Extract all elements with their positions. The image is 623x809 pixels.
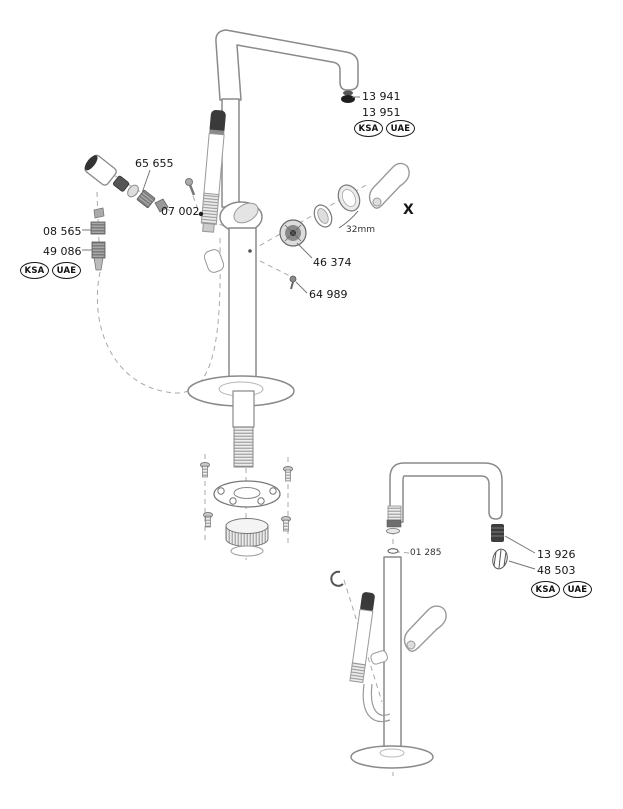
hose-connector <box>91 241 106 259</box>
flow-control-13926 <box>491 524 504 542</box>
shower-grip <box>200 192 220 225</box>
lever-handle <box>368 162 410 209</box>
cert-badges-top: KSA UAE <box>354 120 415 137</box>
spout-aerator <box>343 90 353 96</box>
second-spout <box>389 462 503 523</box>
screw-64989-shaft <box>290 281 294 290</box>
inlet-connector-parts <box>90 207 106 271</box>
screw-07002-head <box>185 178 193 186</box>
cert-badges-bottom-right: KSA UAE <box>531 581 592 598</box>
valve-threaded-plug <box>136 189 156 209</box>
uae-badge: UAE <box>563 581 592 598</box>
screw-shaft <box>205 515 211 528</box>
flange-hole <box>217 487 225 495</box>
size-arc <box>338 210 359 229</box>
hand-shower <box>200 109 226 233</box>
shower-hose-nut <box>202 222 215 233</box>
axis-anchor-dot <box>248 249 252 253</box>
hose-end <box>93 257 104 271</box>
flange-hole <box>269 487 277 495</box>
flow-control-parts <box>491 524 508 570</box>
second-faucet <box>330 462 508 769</box>
part-number-13941: 13 941 <box>362 90 401 103</box>
part-number-08565: 08 565 <box>43 225 82 238</box>
part-number-13926: 13 926 <box>537 548 576 561</box>
union-nut <box>90 221 106 235</box>
second-base-hub <box>379 748 405 758</box>
uae-badge: UAE <box>386 120 415 137</box>
ksa-badge: KSA <box>531 581 560 598</box>
second-shower-handle <box>351 608 374 668</box>
second-lever <box>403 605 447 652</box>
c-clip <box>330 570 344 587</box>
second-hose-outer <box>362 683 391 722</box>
screw-shaft <box>285 469 291 482</box>
valve-insert <box>112 175 130 192</box>
screw-shaft <box>283 519 289 532</box>
shower-handle <box>203 132 225 198</box>
uae-badge: UAE <box>52 262 81 279</box>
second-union-nut <box>386 519 402 528</box>
second-hand-shower <box>349 592 375 684</box>
second-shower-head <box>360 592 375 613</box>
screw-64989-head <box>289 275 297 283</box>
threaded-pipe <box>233 426 254 468</box>
shower-head <box>209 109 226 135</box>
cartridge-spoke <box>284 224 302 242</box>
second-washer <box>386 527 400 535</box>
part-number-49086: 49 086 <box>43 245 82 258</box>
part-number-13951: 13 951 <box>362 106 401 119</box>
cartridge-cap-inner <box>341 189 357 207</box>
flange-hole <box>229 497 237 505</box>
valve-cone <box>154 198 169 213</box>
second-shower-grip <box>349 662 366 684</box>
flange-hole <box>257 497 265 505</box>
elbow-opening <box>84 155 98 171</box>
spout-aerator-tip <box>341 95 355 103</box>
main-faucet <box>187 29 359 468</box>
second-holder <box>370 650 388 665</box>
part-number-46374: 46 374 <box>313 256 352 269</box>
mounting-flange-hub <box>233 487 261 499</box>
seal-ring <box>230 545 264 557</box>
cert-badges-left: KSA UAE <box>20 262 81 279</box>
ksa-badge: KSA <box>354 120 383 137</box>
cartridge-parts <box>279 162 410 290</box>
oring-01285 <box>387 548 399 554</box>
main-spout <box>215 29 359 101</box>
valve-disc <box>127 184 139 198</box>
threaded-ring-top <box>225 518 269 534</box>
second-lever-base <box>406 640 416 650</box>
check-valve-parts <box>84 154 204 217</box>
point-07002 <box>198 211 204 217</box>
part-number-07002: 07 002 <box>161 205 200 218</box>
elbow-body <box>84 154 117 186</box>
leader-lines <box>82 96 536 570</box>
x-marker: X <box>403 202 414 218</box>
size-label-32mm: 32mm <box>346 225 375 235</box>
cartridge-housing-face <box>233 202 259 224</box>
ksa-badge: KSA <box>20 262 49 279</box>
lower-pipe <box>232 390 255 428</box>
inlet-cone <box>93 207 105 219</box>
part-number-64989: 64 989 <box>309 288 348 301</box>
second-hose-inner <box>370 683 391 716</box>
part-number-01285: 01 285 <box>410 548 442 558</box>
screw-shaft <box>202 465 208 478</box>
retaining-ring-inner <box>317 208 329 224</box>
shower-hose <box>96 235 221 394</box>
part-number-48503: 48 503 <box>537 564 576 577</box>
lever-base <box>372 197 382 207</box>
faucet-column <box>228 227 257 394</box>
second-riser-thread <box>387 505 402 521</box>
screw-07002-shaft <box>188 184 196 196</box>
part-number-65655: 65 655 <box>135 157 174 170</box>
mounting-hardware <box>200 462 293 557</box>
shower-holder <box>203 249 225 273</box>
